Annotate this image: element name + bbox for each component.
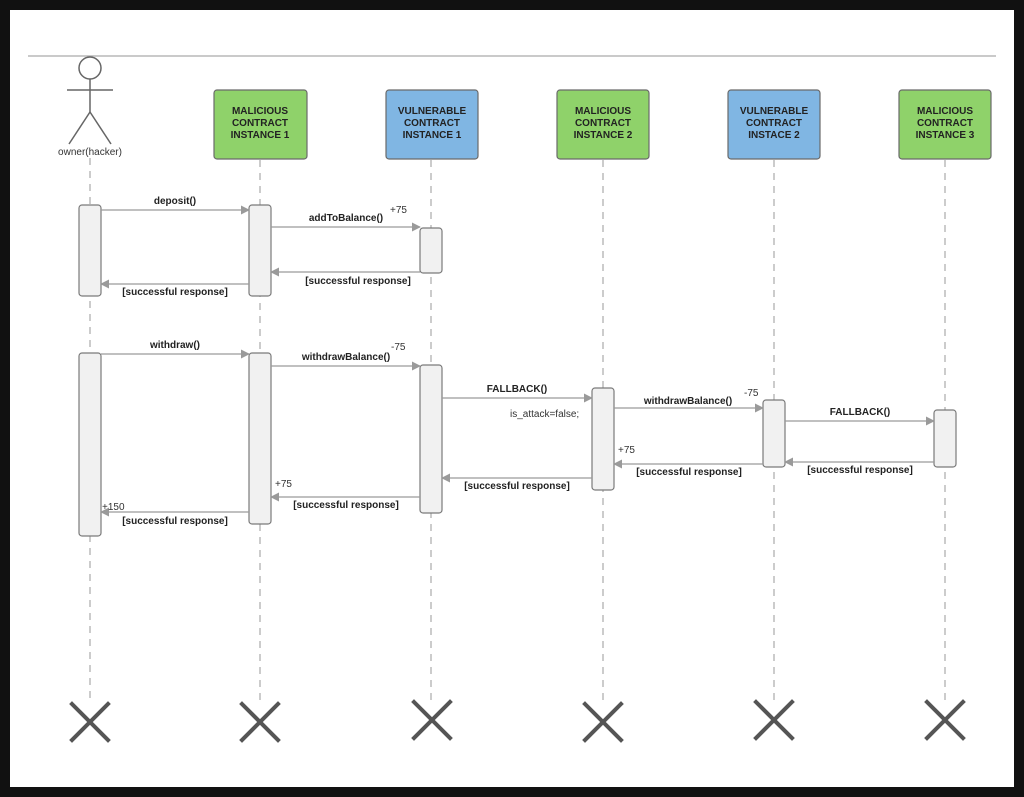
activation-malicious2 [591,387,615,491]
message-label: FALLBACK() [487,384,548,395]
activation-malicious1-2 [248,352,272,525]
participant-label-line: CONTRACT [232,118,288,129]
participant-label-line: CONTRACT [917,118,973,129]
message-label: FALLBACK() [830,407,891,418]
participant-malicious-3: MALICIOUS CONTRACT INSTANCE 3 [898,89,992,160]
destroy-x-icon [924,699,966,741]
activation-vulnerable1-2 [419,364,443,514]
participant-label-line: INSTANCE 3 [916,130,975,141]
destroy-x-icon [753,699,795,741]
message-label: deposit() [154,196,196,207]
lifelines [89,158,946,700]
message-label: withdraw() [149,340,200,351]
message-label: withdrawBalance() [301,352,390,363]
is-attack-note: is_attack=false; [510,409,579,420]
participant-label-line: INSTANCE 1 [403,130,462,141]
message-label: [successful response] [464,481,570,492]
balance-note: -75 [391,342,406,353]
destroy-x-icon [69,701,111,743]
message-label: [successful response] [293,500,399,511]
diagram-frame: owner(hacker) MALICIOUS CONTRACT INSTANC… [10,10,1014,787]
message-label: [successful response] [122,516,228,527]
activation-malicious3 [933,409,957,468]
participant-label-line: CONTRACT [404,118,460,129]
message-label: withdrawBalance() [643,396,732,407]
message-label: [successful response] [122,287,228,298]
participant-malicious-2: MALICIOUS CONTRACT INSTANCE 2 [556,89,650,160]
participant-label-line: INSTACE 2 [748,130,800,141]
balance-note: -75 [744,388,759,399]
destroy-x-icon [411,699,453,741]
message-label: [successful response] [305,276,411,287]
participant-label-line: VULNERABLE [740,106,809,117]
participant-vulnerable-2: VULNERABLE CONTRACT INSTACE 2 [727,89,821,160]
participant-label-line: VULNERABLE [398,106,467,117]
message-label: addToBalance() [309,213,383,224]
participant-label-line: CONTRACT [575,118,631,129]
actor-head-icon [78,56,102,80]
message-label: [successful response] [636,467,742,478]
activation-owner-1 [78,204,102,297]
actor-label: owner(hacker) [58,147,122,158]
message-label: [successful response] [807,465,913,476]
actor-owner [67,56,113,145]
participant-malicious-1: MALICIOUS CONTRACT INSTANCE 1 [213,89,308,160]
balance-note: +75 [618,445,635,456]
participant-label-line: MALICIOUS [232,106,288,117]
destroy-x-icon [582,701,624,743]
participant-label-line: INSTANCE 2 [574,130,633,141]
sequence-diagram: owner(hacker) MALICIOUS CONTRACT INSTANC… [28,55,996,743]
balance-note: +75 [275,479,292,490]
participant-label-line: MALICIOUS [917,106,973,117]
balance-note: +150 [102,502,125,513]
activation-malicious1-1 [248,204,272,297]
destroy-markers [69,699,966,743]
balance-note: +75 [390,205,407,216]
participant-label-line: MALICIOUS [575,106,631,117]
activation-bars [78,204,957,537]
activation-vulnerable1-1 [419,227,443,274]
activation-vulnerable2 [762,399,786,468]
message-arrows [100,205,935,517]
participant-label-line: CONTRACT [746,118,802,129]
participant-label-line: INSTANCE 1 [231,130,290,141]
participant-vulnerable-1: VULNERABLE CONTRACT INSTANCE 1 [385,89,479,160]
activation-owner-2 [78,352,102,537]
destroy-x-icon [239,701,281,743]
